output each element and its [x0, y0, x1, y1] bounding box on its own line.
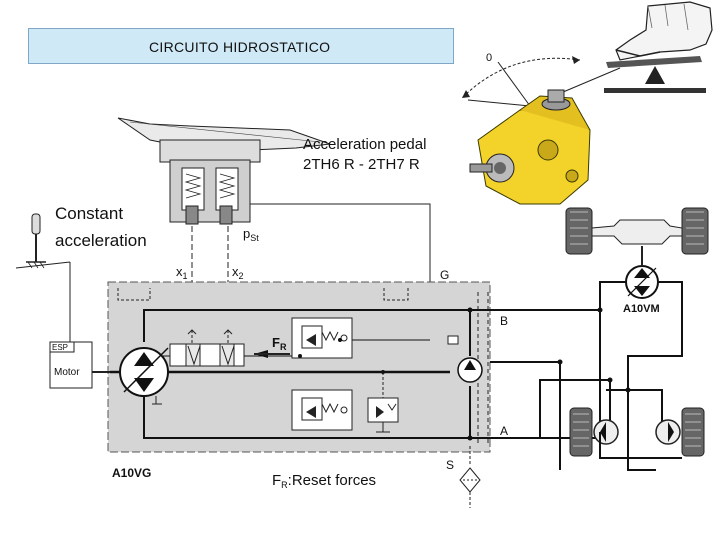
esp-label: ESP [52, 343, 69, 352]
acceleration-pedal-label-line2: 2TH6 R - 2TH7 R [303, 156, 420, 173]
fr-force-label: FR [272, 335, 287, 352]
relief-valve-lower [291, 389, 353, 431]
a10vg-label: A10VG [112, 466, 152, 480]
motor-label: Motor [54, 367, 80, 378]
servo-cylinder [169, 329, 290, 367]
pst-label: pSt [243, 226, 259, 243]
foot-pedal-illustration [604, 1, 713, 93]
pedal-valve-illustration [117, 117, 331, 225]
port-g-label: G [440, 268, 450, 282]
suction-filter [459, 446, 481, 508]
filter-block [447, 335, 459, 345]
port-s-label: S [446, 458, 455, 472]
constant-acceleration-label-line2: acceleration [55, 231, 147, 250]
junction-dots [298, 307, 631, 441]
port-b-label: B [500, 314, 509, 328]
relief-valve-upper [291, 317, 353, 359]
constant-acceleration-lever [15, 213, 71, 344]
charge-relief-valve [367, 372, 399, 433]
title-banner: CIRCUITO HIDROSTATICO [28, 28, 454, 64]
acceleration-pedal-label-line1: Acceleration pedal [303, 136, 427, 153]
x1-label: x1 [176, 264, 188, 281]
bottom-wheels [569, 407, 705, 459]
charge-pump-symbol [457, 357, 483, 383]
a10vm-label: A10VM [623, 303, 660, 315]
x2-label: x2 [232, 264, 244, 281]
main-pump-symbol [119, 347, 169, 405]
top-axle [565, 207, 709, 255]
a10vm-motor-symbol [625, 246, 659, 299]
motor-block [49, 341, 110, 389]
reset-forces-label: FR:Reset forces [272, 472, 377, 490]
pedal-angle-zero-label: 0 [486, 52, 493, 64]
constant-acceleration-label-line1: Constant [55, 204, 124, 223]
port-a-label: A [500, 424, 509, 438]
yellow-pump-illustration [469, 89, 591, 205]
page-title: CIRCUITO HIDROSTATICO [149, 39, 331, 55]
